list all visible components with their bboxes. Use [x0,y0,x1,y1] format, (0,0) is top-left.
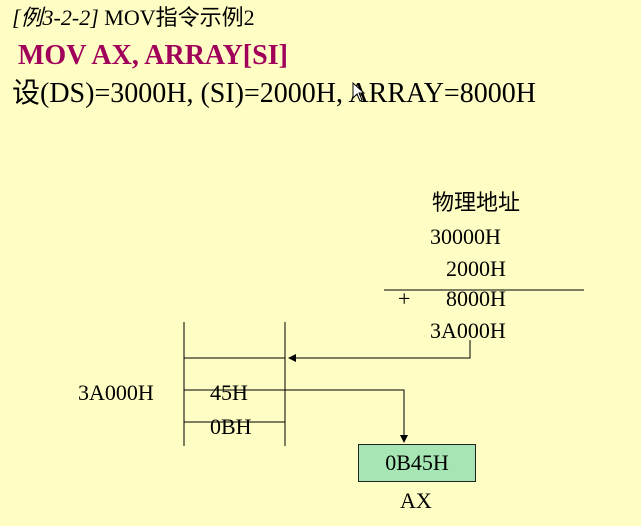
plus-sign: + [398,286,411,311]
calc-physical-address: 3A000H [430,318,506,343]
memory-cell-low: 45H [210,380,248,405]
calc-heading: 物理地址 [432,190,521,215]
instruction-text: MOV AX, ARRAY[SI] [18,40,288,71]
calc-segment-base: 30000H [430,224,501,249]
memory-cell-high: 0BH [210,414,252,439]
data-transfer-arrow [285,389,408,443]
example-tag: [例3-2-2] [12,5,99,30]
register-name: AX [400,488,432,513]
example-title-text: MOV指令示例2 [98,5,255,30]
memory-address-label: 3A000H [78,380,154,405]
example-title: [例3-2-2] MOV指令示例2 [12,4,255,32]
register-ax-box: 0B45H [358,444,476,482]
address-arrow [288,340,471,362]
calc-si-value: 2000H [446,256,506,281]
register-ax-value: 0B45H [385,450,449,475]
given-values-text: 设(DS)=3000H, (SI)=2000H, ARRAY=8000H [12,78,536,109]
mouse-cursor-icon [352,82,366,102]
